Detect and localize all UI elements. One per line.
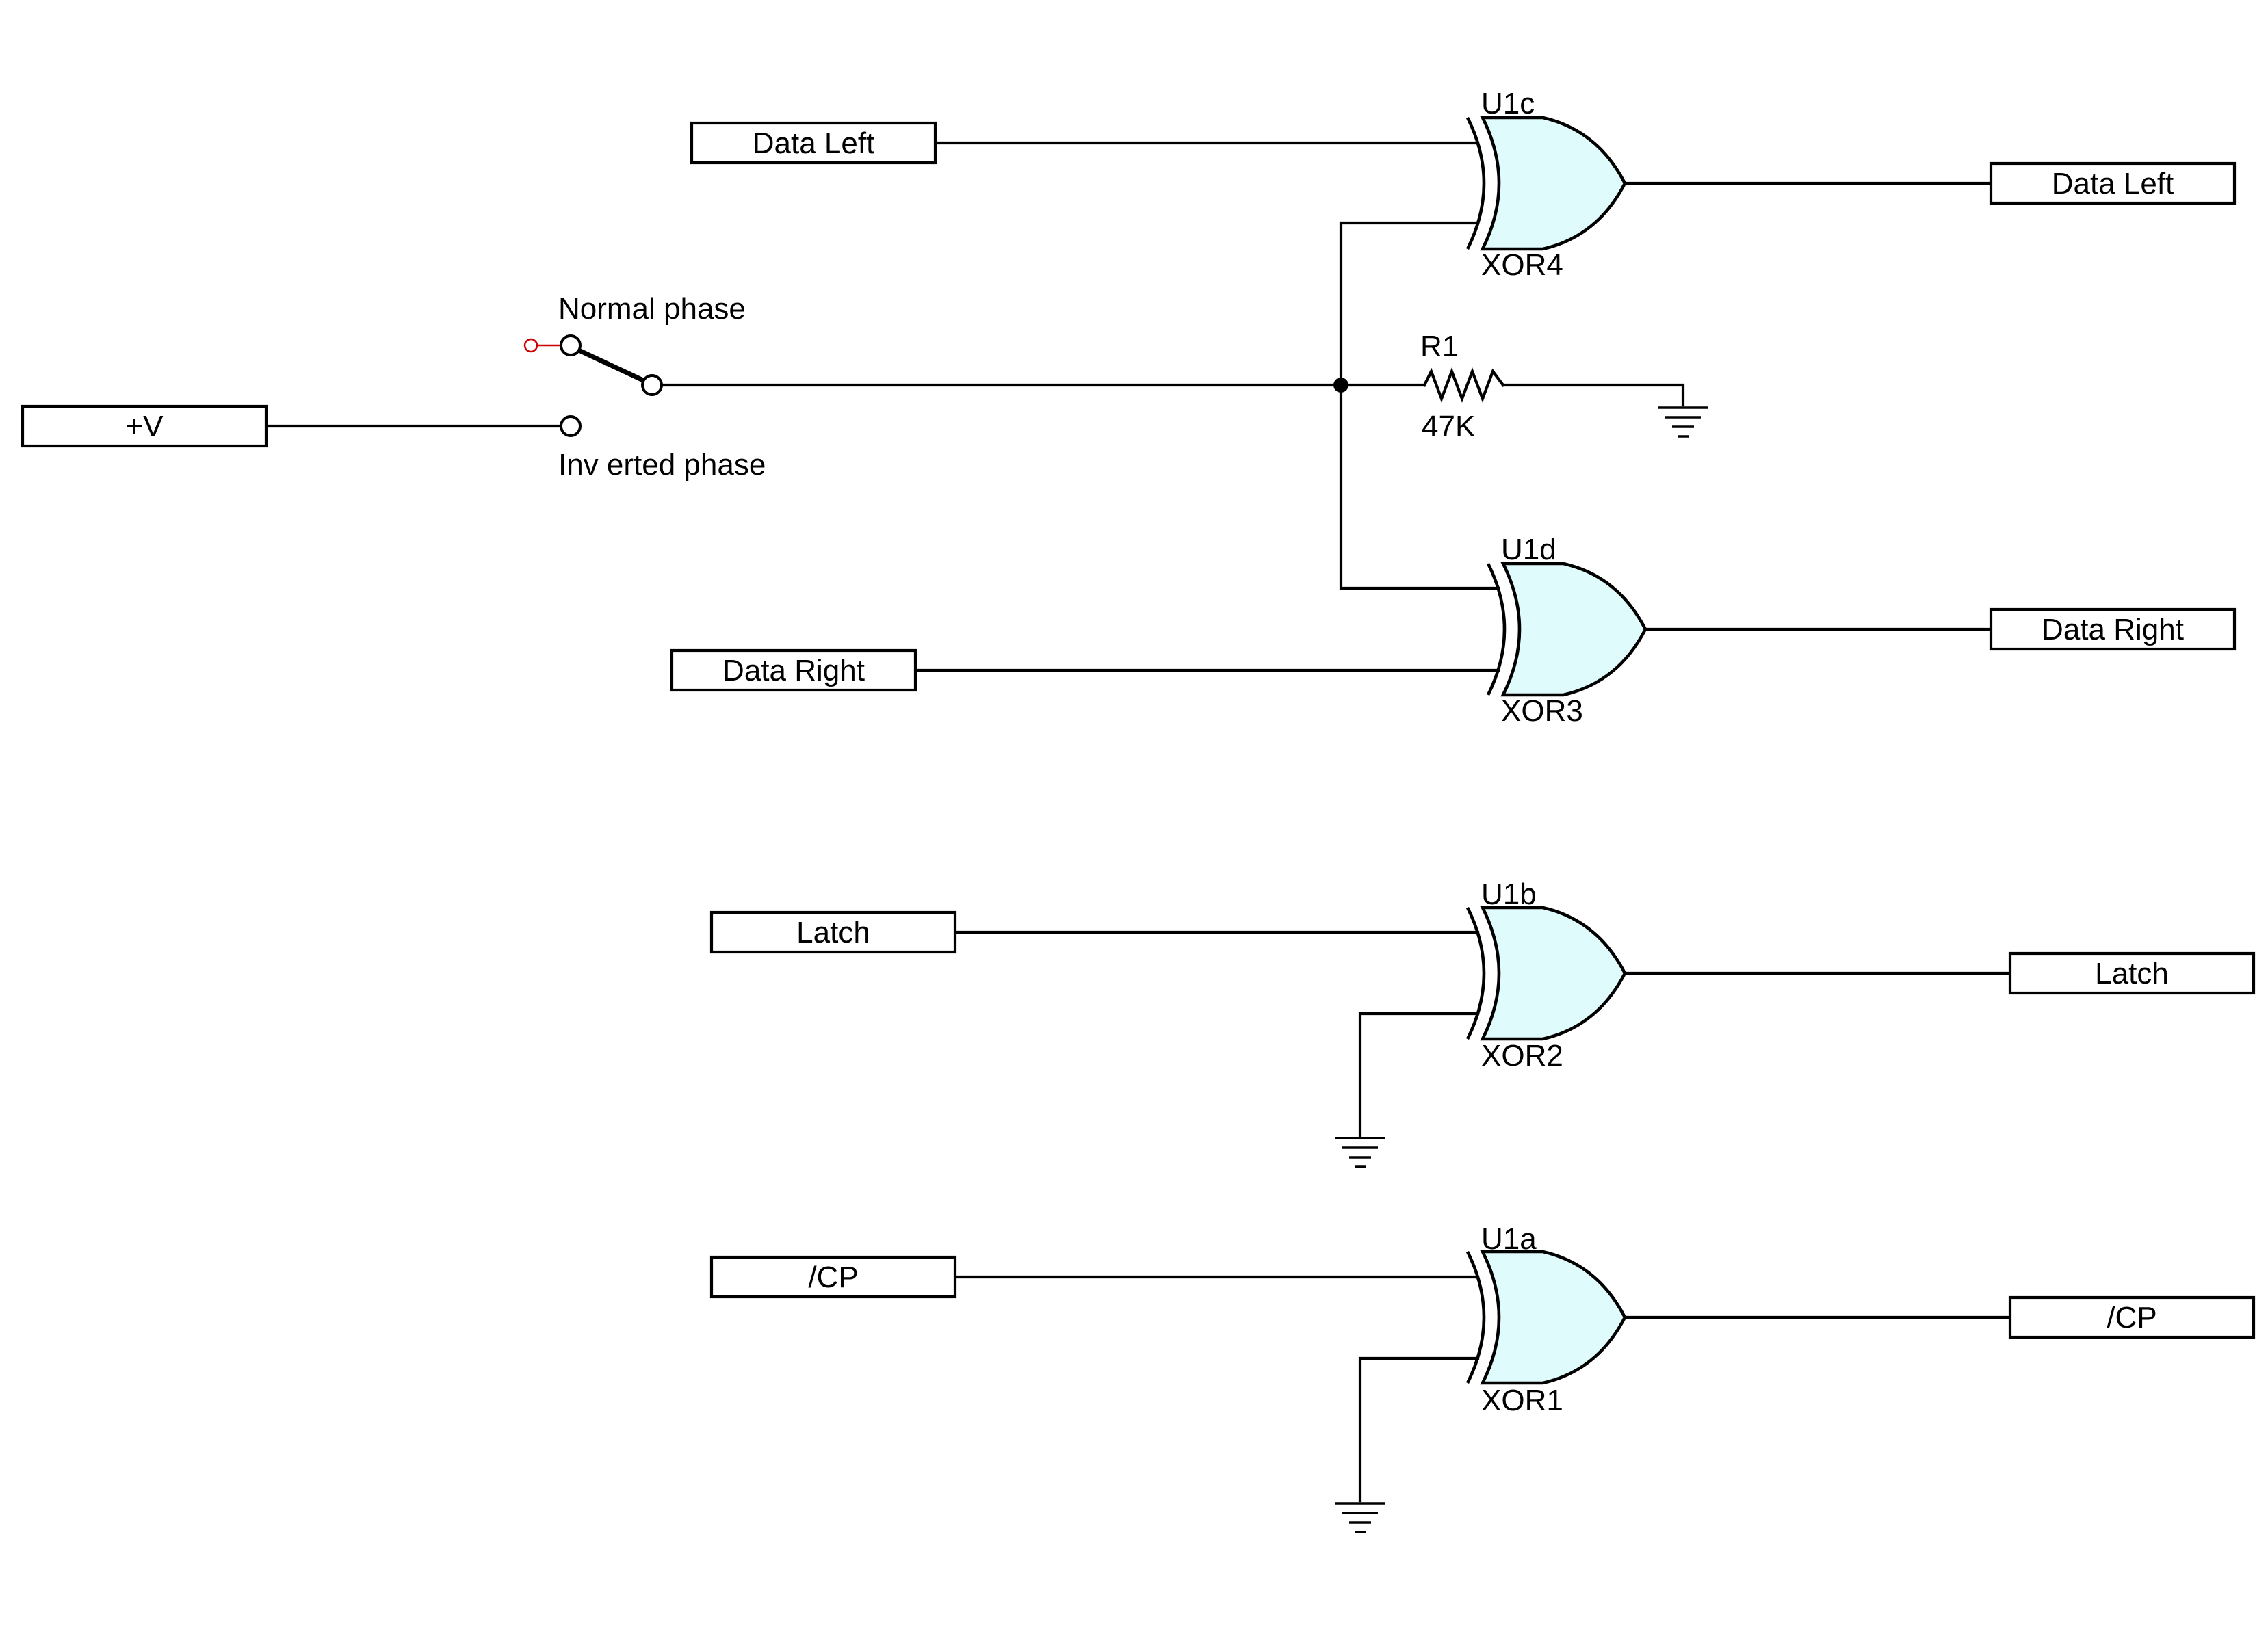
wire-u1c-in2: [1339, 221, 1480, 387]
port-vplus: +V: [21, 404, 268, 448]
resistor-zigzag: [1422, 367, 1505, 403]
resistor-ref: R1: [1420, 330, 1459, 363]
port-latch-in-label: Latch: [796, 916, 870, 949]
wire-u1a-in2: [1358, 1356, 1480, 1503]
junction-dot: [1333, 378, 1348, 393]
gate-u1b: U1b XOR2: [1468, 878, 1625, 1072]
switch-common-contact: [641, 374, 663, 396]
wire-u1d-in1: [1339, 383, 1500, 590]
port-cp-out-label: /CP: [2107, 1301, 2156, 1334]
ground-icon-u1b: [1334, 1137, 1386, 1168]
switch-open-pin-icon: [523, 338, 538, 353]
gate-u1c-ref: U1c: [1481, 87, 1535, 120]
port-data-right-out: Data Right: [1989, 607, 2237, 651]
resistor-r1: R1 47K: [1420, 330, 1505, 443]
ground-icon-u1a: [1334, 1502, 1386, 1533]
port-latch-out-label: Latch: [2095, 957, 2169, 990]
wire-u1b-in2: [1358, 1012, 1480, 1137]
gate-u1d-type: XOR3: [1501, 694, 1583, 728]
xor-gate-icon-u1c: [1468, 118, 1625, 249]
port-cp-in: /CP: [709, 1255, 957, 1299]
wires: [264, 141, 2012, 1503]
port-data-left-out-label: Data Left: [2052, 167, 2174, 200]
xor-gate-icon-u1a: [1468, 1252, 1625, 1383]
gate-u1a-ref: U1a: [1481, 1222, 1537, 1256]
switch-inverted-contact: [560, 415, 582, 437]
gate-u1d-ref: U1d: [1501, 533, 1556, 566]
port-data-right-in: Data Right: [670, 648, 917, 692]
switch-blade: [577, 347, 644, 383]
resistor-value: 47K: [1422, 410, 1475, 443]
switch-normal-contact: [560, 334, 582, 356]
port-data-left-in-label: Data Left: [753, 127, 875, 160]
port-latch-in: Latch: [709, 910, 957, 954]
gate-u1a: U1a XOR1: [1468, 1222, 1625, 1417]
gate-u1b-ref: U1b: [1481, 878, 1537, 911]
xor-gate-icon-u1d: [1488, 564, 1645, 695]
switch-normal-label: Normal phase: [558, 292, 746, 326]
port-cp-out: /CP: [2008, 1295, 2256, 1339]
port-cp-in-label: /CP: [808, 1261, 858, 1294]
ground-icon-r1: [1657, 406, 1709, 438]
gate-u1d: U1d XOR3: [1488, 533, 1645, 728]
gate-u1a-type: XOR1: [1481, 1384, 1563, 1417]
port-data-left-out: Data Left: [1989, 161, 2237, 205]
port-latch-out: Latch: [2008, 951, 2256, 995]
port-data-right-in-label: Data Right: [722, 654, 865, 687]
port-vplus-label: +V: [125, 410, 164, 443]
port-data-right-out-label: Data Right: [2042, 613, 2184, 646]
gate-u1c-type: XOR4: [1481, 248, 1563, 282]
port-data-left-in: Data Left: [690, 121, 937, 165]
xor-gate-icon-u1b: [1468, 908, 1625, 1039]
wire-resistor-ground: [1501, 383, 1685, 407]
phase-switch: Normal phase Inv erted phase: [523, 292, 766, 482]
gate-u1b-type: XOR2: [1481, 1039, 1563, 1072]
gate-u1c: U1c XOR4: [1468, 87, 1625, 282]
switch-inverted-label: Inv erted phase: [558, 448, 766, 482]
